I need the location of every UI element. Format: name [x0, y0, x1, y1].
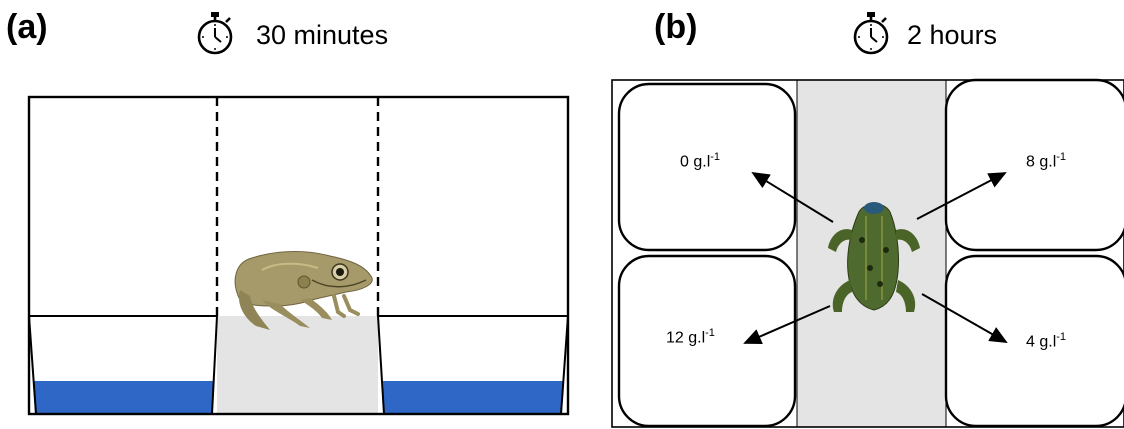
tank-bottom-right: [944, 254, 1124, 428]
right-tank-wall-outer: [560, 315, 569, 415]
concentration-exponent: -1: [1056, 331, 1067, 343]
concentration-exponent: -1: [705, 327, 715, 339]
left-tank-wall-outer: [28, 315, 37, 415]
panel-b-label: (b): [654, 8, 698, 46]
concentration-top-left: 0 g.l-1: [680, 151, 720, 171]
left-tank-wall-inner: [211, 315, 218, 415]
right-tank-wall-inner: [377, 315, 385, 415]
panel-a-apparatus: [27, 95, 570, 416]
arena-outline: [27, 95, 570, 416]
stopwatch-icon: [197, 12, 233, 55]
arrow-to-top-right: [916, 172, 1007, 220]
arena-outline-b: [611, 79, 1124, 428]
tank-bottom-left: [617, 254, 797, 428]
arrow-to-bottom-right: [921, 293, 1008, 343]
arrow-to-bottom-left: [743, 305, 831, 344]
concentration-value: 8 g.l: [1026, 153, 1057, 171]
duration-b: 2 hours: [907, 20, 998, 50]
tank-top-left: [617, 82, 797, 252]
water-left: [33, 381, 213, 414]
concentration-top-right: 8 g.l-1: [1026, 151, 1066, 171]
concentration-bottom-right: 4 g.l-1: [1026, 331, 1066, 351]
duration-a: 30 minutes: [256, 20, 389, 50]
arrow-to-top-left: [751, 171, 834, 223]
concentration-value: 12 g.l: [666, 329, 706, 347]
concentration-bottom-left: 12 g.l-1: [666, 327, 715, 347]
concentration-value: 4 g.l: [1026, 333, 1057, 351]
frog-top-view: [828, 202, 920, 312]
central-platform: [217, 316, 378, 414]
concentration-value: 0 g.l: [680, 153, 711, 171]
concentration-exponent: -1: [710, 151, 721, 163]
panel-a-label: (a): [6, 8, 48, 46]
concentration-exponent: -1: [1056, 151, 1067, 163]
water-right: [383, 381, 563, 414]
tank-top-right: [944, 78, 1124, 252]
stopwatch-icon: [853, 12, 889, 55]
frog-side-view: [234, 251, 373, 330]
